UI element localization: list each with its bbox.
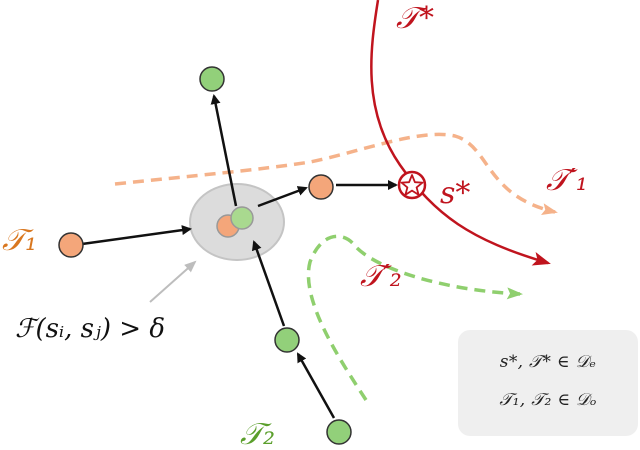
edge-mid-green-to-merge (251, 240, 286, 327)
node-bottom-green (326, 419, 352, 445)
edge-merge-to-orange (257, 186, 308, 208)
label-t-star: 𝒯* (396, 1, 434, 36)
label-t-prime-1: 𝒯′₁ (546, 163, 588, 198)
trajectory-t-star (370, 0, 551, 266)
node-mid-green (274, 327, 300, 353)
label-t-prime-2: 𝒯′₂ (360, 259, 402, 294)
node-orange-mid (308, 174, 334, 200)
node-merge-green (230, 206, 254, 230)
edge-t1-to-merge (81, 225, 192, 246)
label-t2: 𝒯₂ (240, 417, 275, 450)
label-condition: ℱ(sᵢ, sⱼ) > δ (15, 314, 165, 344)
node-top-green (199, 66, 225, 92)
label-t1: 𝒯₁ (2, 223, 37, 258)
trajectory-t-prime-1-dashed (114, 132, 558, 215)
legend-line-expert: s*, 𝒯* ∈ 𝒟ₑ (499, 352, 597, 372)
legend-box: s*, 𝒯* ∈ 𝒟ₑ 𝒯₁, 𝒯₂ ∈ 𝒟ₒ (458, 330, 638, 436)
condition-pointer-arrow (149, 260, 197, 303)
edge-merge-to-top-green (210, 94, 238, 207)
node-t1-start (58, 232, 84, 258)
label-s-star: s* (440, 176, 470, 211)
edge-bottom-green-to-mid-green (296, 352, 336, 419)
trajectory-t-prime-2-dashed (306, 234, 523, 401)
legend-line-other: 𝒯₁, 𝒯₂ ∈ 𝒟ₒ (499, 390, 597, 410)
star-icon (400, 174, 424, 196)
